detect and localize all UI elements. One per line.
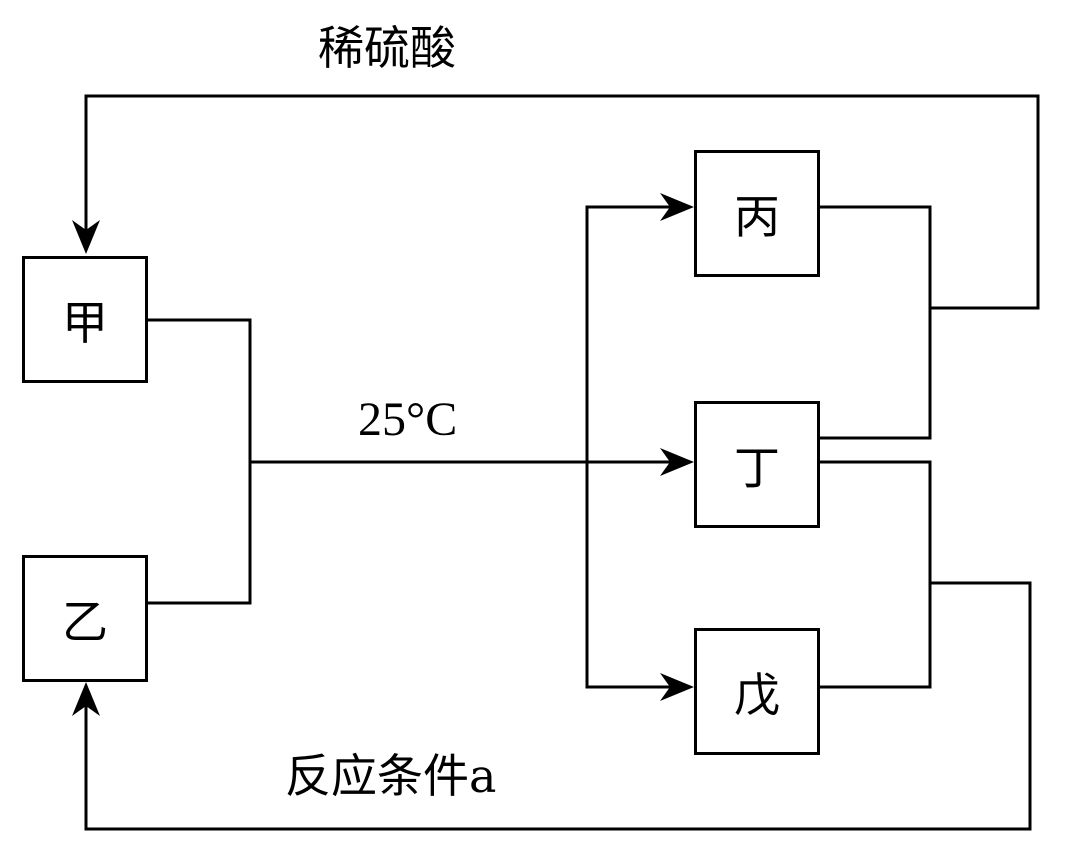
label-dilute-sulfuric-acid: 稀硫酸	[318, 21, 456, 75]
line-top-loop	[84, 94, 1040, 310]
arrow-to-wu	[660, 673, 694, 701]
box-yi: 乙	[22, 555, 148, 682]
arrow-to-ding	[660, 448, 694, 476]
line-to-bing	[585, 205, 674, 689]
line-bottom-loop	[84, 581, 1032, 831]
arrow-to-bing	[660, 193, 694, 221]
arrow-to-jia	[72, 220, 100, 254]
box-ding: 丁	[694, 401, 820, 528]
box-bing: 丙	[694, 150, 820, 277]
box-wu: 戊	[694, 628, 820, 755]
line-ding-out	[818, 460, 932, 689]
label-reaction-condition: 反应条件a	[285, 749, 497, 803]
arrow-to-yi	[72, 682, 100, 716]
box-jia: 甲	[22, 256, 148, 383]
line-bing-out	[818, 205, 932, 440]
label-temperature: 25°C	[358, 393, 458, 446]
line-jia-to-junction	[146, 318, 252, 605]
